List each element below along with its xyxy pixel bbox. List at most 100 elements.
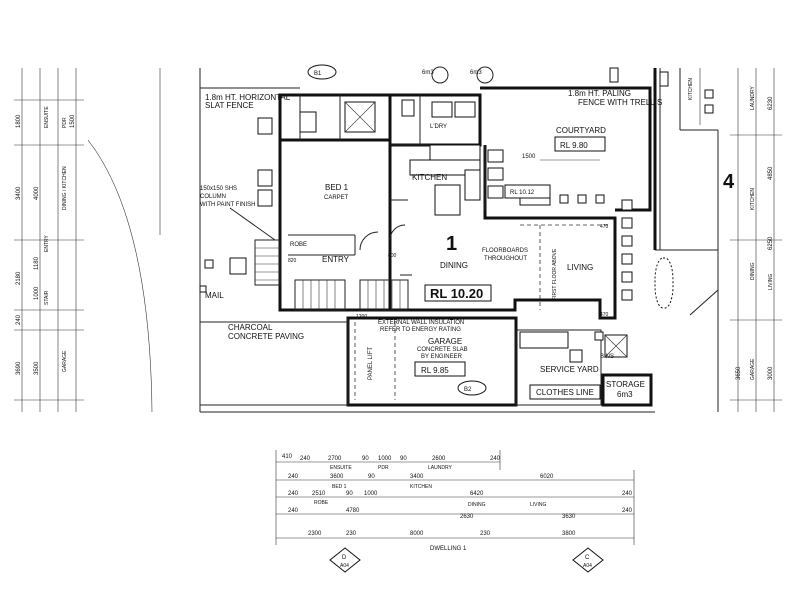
column-leader (229, 207, 276, 241)
dim-r1-90a: 90 (362, 456, 369, 462)
kitchen-label: KITCHEN (412, 173, 447, 182)
neighbour-bush (654, 257, 674, 309)
entry-label: ENTRY (322, 255, 350, 264)
tank-pad-2 (659, 71, 669, 87)
living-block (388, 145, 617, 320)
rl-step-box (504, 184, 551, 199)
bed1-label: BED 1 (325, 183, 349, 192)
rl-main-box (424, 284, 492, 302)
left-dim-1800: 1800 (16, 114, 22, 128)
dim-r5-3800: 3800 (562, 531, 576, 537)
concrete-paving-label: CONCRETE PAVING (228, 332, 304, 341)
dim-r2-240: 240 (288, 474, 299, 480)
neighbour-pole-2 (704, 104, 714, 114)
carpet-label: CARPET (324, 195, 349, 201)
dim-r3-240: 240 (288, 491, 299, 497)
dim-r3-240b: 240 (622, 491, 633, 497)
living-label: LIVING (567, 263, 593, 272)
floorboards-label: FLOORBOARDS (482, 248, 528, 254)
charcoal-label: CHARCOAL (228, 323, 273, 332)
right-label-kitchen: KITCHEN (750, 188, 756, 210)
left-dim-1180: 1180 (34, 256, 40, 270)
dim-r5-230b: 230 (480, 531, 491, 537)
column-note: 150x150 SHS (200, 186, 237, 192)
dim-r3-6420: 6420 (470, 491, 484, 497)
left-dim-240a: 240 (16, 314, 22, 325)
dim-r2-3400: 3400 (410, 474, 424, 480)
neighbour-pole (704, 89, 714, 99)
bottom-dimensions: 410 240 2700 90 1000 90 2600 240 ENSUITE… (275, 450, 635, 545)
left-label-pdr: PDR (62, 117, 68, 128)
robe-label: ROBE (290, 242, 307, 248)
dim-r1-1000: 1000 (378, 456, 392, 462)
left-label-garage: GARAGE (62, 350, 68, 372)
right-dim-6250: 6250 (768, 236, 774, 250)
left-dim-4000: 4000 (34, 186, 40, 200)
laundry-label: L'DRY (430, 124, 447, 130)
courtyard: 1.8m HT. PALING FENCE WITH TRELLIS COURT… (422, 66, 669, 301)
marker-b1-label: B1 (314, 71, 322, 77)
dim-label-bed1: BED 1 (332, 484, 347, 490)
storage-vol: 6m3 (617, 390, 633, 399)
section-marker-d: D A04 (329, 547, 361, 573)
throughout-label: THROUGHOUT (484, 256, 527, 262)
column-note-2: COLUMN (200, 194, 226, 200)
service-yard: SERVICE YARD CLOTHES LINE STORAGE 6m3 BI… (515, 329, 653, 407)
rl-step: RL 10.12 (510, 190, 535, 196)
rl-main: RL 10.20 (430, 286, 483, 301)
rl-courtyard: RL 9.80 (560, 141, 588, 150)
left-label-stair: STAIR (44, 290, 50, 305)
column-note-3: WITH PAINT FINISH (200, 202, 255, 208)
neighbour-kitchen-label: KITCHEN (688, 78, 694, 100)
dim-r4-240: 240 (288, 508, 299, 514)
dim-label-robe: ROBE (314, 500, 329, 506)
entry-stair (254, 239, 409, 311)
right-dim-3000: 3000 (768, 366, 774, 380)
dining-label: DINING (440, 261, 468, 270)
right-dim-4850: 4850 (768, 166, 774, 180)
right-label-garage: GARAGE (750, 358, 756, 380)
left-dim-2180: 2180 (16, 271, 22, 285)
right-label-living: LIVING (768, 273, 774, 290)
dim-r1-90b: 90 (400, 456, 407, 462)
dim-r4-240b: 240 (622, 508, 633, 514)
clothes-line-label: CLOTHES LINE (536, 388, 594, 397)
dim-r5-230a: 230 (346, 531, 357, 537)
dim-r1-2600: 2600 (432, 456, 446, 462)
fence-right-label-2: FENCE WITH TRELLIS (578, 98, 662, 107)
bins-label: BINS (600, 354, 614, 360)
dim-label-ensuite: ENSUITE (330, 465, 352, 471)
right-dim-6230: 6230 (768, 96, 774, 110)
neighbour-dwelling: 4 KITCHEN (653, 68, 735, 412)
panel-lift-label: PANEL LIFT (368, 347, 374, 380)
site-boundary-arc (87, 139, 153, 413)
right-dimension-strip: 6230 4850 6250 3000 LAUNDRY KITCHEN DINI… (730, 68, 782, 412)
dim-820-a: 820 (288, 258, 297, 264)
left-dimension-strip: 1800 3400 2180 240 3690 4000 1180 1000 3… (14, 68, 84, 412)
rainwater-tank-right (476, 66, 494, 84)
garage-slab-2: BY ENGINEER (421, 354, 463, 360)
section-d-ref: A04 (340, 563, 349, 569)
dim-r3-90: 90 (346, 491, 353, 497)
dim-r1-2700: 2700 (328, 456, 342, 462)
dim-label-kitchen: KITCHEN (410, 484, 432, 490)
marker-b2-label: B2 (464, 387, 472, 393)
dim-r3-1000: 1000 (364, 491, 378, 497)
section-c-label: C (585, 555, 590, 561)
left-dim-1000: 1000 (34, 286, 40, 300)
left-label-ensuite: ENSUITE (44, 106, 50, 128)
volume-top-2: 6m3 (470, 70, 482, 76)
fence-left-label-2: SLAT FENCE (205, 101, 254, 110)
section-d-label: D (342, 555, 347, 561)
dim-470-a: 470 (600, 224, 609, 230)
section-marker-c: C A04 (572, 547, 604, 573)
dwelling-label: DWELLING 1 (430, 546, 467, 552)
garage: PANEL LIFT GARAGE CONCRETE SLAB BY ENGIN… (346, 316, 518, 407)
left-dim-3400: 3400 (16, 186, 22, 200)
neighbour-number: 4 (723, 171, 735, 193)
left-dim-3690: 3690 (16, 361, 22, 375)
dim-r2-3600: 3600 (330, 474, 344, 480)
dim-label-living: LIVING (530, 502, 547, 508)
marker-b1: B1 (307, 64, 337, 80)
left-dim-3500: 3500 (34, 361, 40, 375)
